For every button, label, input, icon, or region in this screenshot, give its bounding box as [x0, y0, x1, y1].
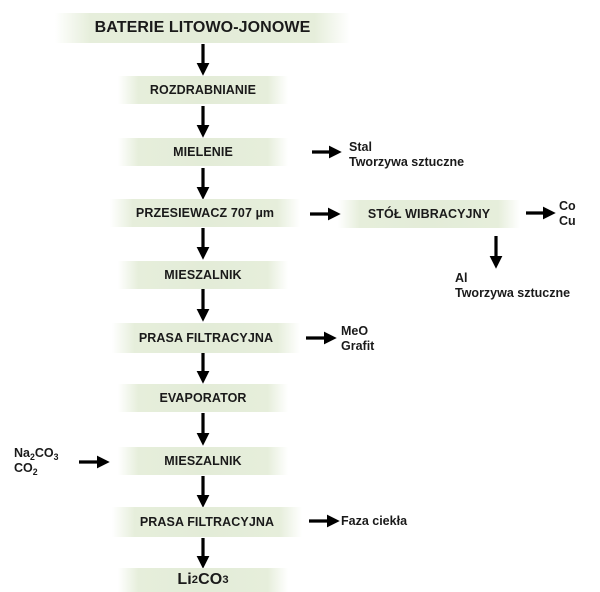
- input-co2-sub: 2: [32, 467, 38, 477]
- input-na2co3: Na2CO3: [14, 446, 58, 461]
- step-stol-wibracyjny: STÓŁ WIBRACYJNY: [338, 200, 520, 228]
- output-prasa-1: MeO Grafit: [341, 324, 374, 354]
- output-al: Al: [455, 271, 468, 285]
- step-prasa-filtracyjna-1: PRASA FILTRACYJNA: [112, 323, 300, 353]
- input-co: CO: [14, 461, 33, 475]
- output-table-down: Al Tworzywa sztuczne: [455, 271, 570, 301]
- output-tworzywa-2: Tworzywa sztuczne: [455, 286, 571, 300]
- output-faza-ciekla: Faza ciekła: [341, 514, 408, 528]
- step-prasa-filtracyjna-2: PRASA FILTRACYJNA: [112, 507, 302, 537]
- input-co2: CO2: [14, 461, 58, 476]
- output-cu: Cu: [559, 214, 576, 228]
- step-mieszalnik-2: MIESZALNIK: [118, 447, 288, 475]
- output-co: Co: [559, 199, 576, 213]
- final-li: Li: [177, 571, 192, 588]
- output-stal: Stal: [349, 140, 372, 154]
- output-tworzywa-1: Tworzywa sztuczne: [349, 155, 465, 169]
- step-mielenie: MIELENIE: [118, 138, 288, 166]
- step-mieszalnik-1: MIESZALNIK: [118, 261, 288, 289]
- step-rozdrabnianie: ROZDRABNIANIE: [118, 76, 288, 104]
- input-co3-sub: 3: [53, 452, 59, 462]
- input-reagents: Na2CO3 CO2: [14, 446, 58, 476]
- output-meo: MeO: [341, 324, 369, 338]
- input-co3: CO: [34, 446, 54, 460]
- input-na: Na: [14, 446, 30, 460]
- input-na-sub: 2: [29, 452, 35, 462]
- output-table-right: Co Cu: [559, 199, 576, 229]
- step-evaporator: EVAPORATOR: [118, 384, 288, 412]
- output-grafit: Grafit: [341, 339, 375, 353]
- step-przesiewacz: PRZESIEWACZ 707 µm: [110, 199, 300, 227]
- process-title: BATERIE LITOWO-JONOWE: [55, 13, 350, 43]
- final-co: CO: [198, 571, 223, 588]
- output-mielenie: Stal Tworzywa sztuczne: [349, 140, 464, 170]
